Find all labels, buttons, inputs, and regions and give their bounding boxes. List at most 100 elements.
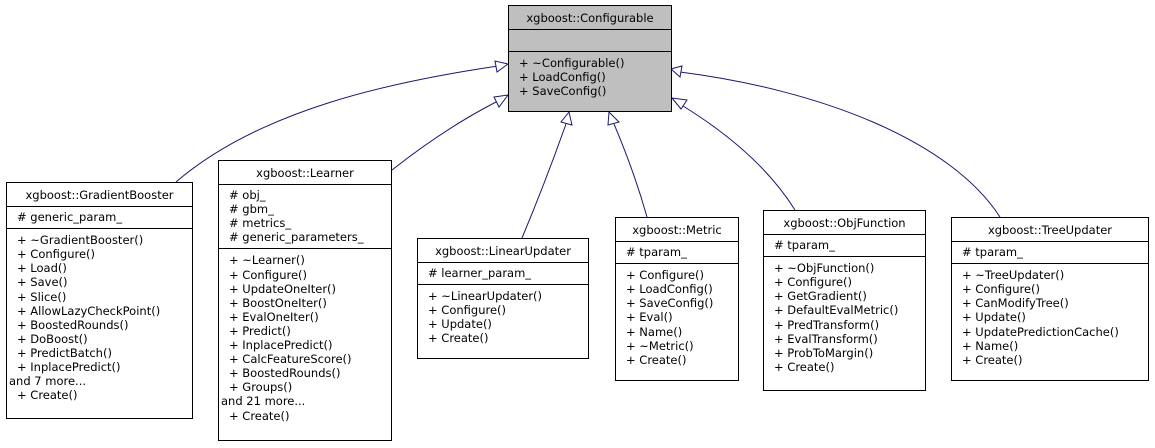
edge-gradient-booster	[175, 65, 499, 183]
operation: + Save()	[17, 275, 68, 290]
class-linear-updater[interactable]: xgboost::LinearUpdater # learner_param_ …	[417, 238, 589, 359]
operation: + BoostedRounds()	[17, 317, 129, 332]
more-operations: and 7 more...	[9, 374, 87, 389]
operation: + Create()	[962, 352, 1023, 367]
class-obj-function[interactable]: xgboost::ObjFunction # tparam_ + ~ObjFun…	[763, 210, 926, 391]
attribute: # obj_	[229, 188, 266, 203]
operation: + Load()	[17, 261, 67, 276]
operation: + AllowLazyCheckPoint()	[17, 303, 161, 318]
operation: + ~Learner()	[229, 253, 305, 268]
attributes-compartment: # tparam_	[764, 235, 925, 258]
operation: + PredictBatch()	[17, 345, 112, 360]
edge-metric	[613, 123, 648, 218]
operation: + CalcFeatureScore()	[229, 352, 352, 367]
attribute: # generic_parameters_	[229, 230, 364, 245]
class-title: xgboost::TreeUpdater	[952, 218, 1148, 243]
operation: + LoadConfig()	[626, 282, 713, 297]
operation: + Name()	[626, 324, 683, 339]
attribute: # tparam_	[774, 238, 835, 253]
operation: + Eval()	[626, 310, 673, 325]
operation: + UpdateOneIter()	[229, 281, 337, 296]
operation: + InplacePredict()	[17, 360, 121, 375]
attributes-compartment: # tparam_	[952, 242, 1148, 265]
operation: + DefaultEvalMetric()	[774, 303, 899, 318]
operation: + ~Metric()	[626, 338, 694, 353]
operation: + Configure()	[229, 267, 308, 282]
operation: + Configure()	[962, 282, 1041, 297]
operation: + EvalOneIter()	[229, 309, 319, 324]
operation: + Update()	[428, 317, 492, 332]
operation: + InplacePredict()	[229, 338, 333, 353]
class-learner[interactable]: xgboost::Learner # obj_ # gbm_ # metrics…	[218, 160, 392, 441]
class-title: xgboost::Configurable	[509, 6, 671, 31]
operation: + ~LinearUpdater()	[428, 289, 543, 304]
operation: + Predict()	[229, 323, 291, 338]
class-configurable[interactable]: xgboost::Configurable + ~Configurable() …	[508, 5, 672, 112]
operation: + ~ObjFunction()	[774, 261, 875, 276]
edge-tree-updater	[679, 71, 1001, 218]
edge-obj-function	[682, 105, 796, 211]
attributes-compartment	[509, 30, 671, 53]
arrowhead-tree-updater	[669, 65, 683, 78]
attributes-compartment: # tparam_	[616, 242, 738, 265]
operation: + Groups()	[229, 380, 293, 395]
class-title: xgboost::ObjFunction	[764, 211, 925, 236]
operation: + Configure()	[626, 268, 705, 283]
attribute: # tparam_	[626, 245, 687, 260]
operation: + ~TreeUpdater()	[962, 268, 1065, 283]
operation: + SaveConfig()	[519, 84, 607, 99]
class-title: xgboost::GradientBooster	[7, 183, 192, 208]
class-tree-updater[interactable]: xgboost::TreeUpdater # tparam_ + ~TreeUp…	[951, 217, 1149, 381]
attributes-compartment: # obj_ # gbm_ # metrics_ # generic_param…	[219, 185, 391, 250]
operations-compartment: + ~ObjFunction() + Configure() + GetGrad…	[764, 257, 925, 376]
edge-learner	[391, 101, 497, 171]
arrowhead-linear-updater	[560, 110, 573, 126]
operations-compartment: + ~Configurable() + LoadConfig() + SaveC…	[509, 52, 671, 100]
operation: + BoostedRounds()	[229, 366, 341, 381]
more-operations: and 21 more...	[221, 394, 306, 409]
operation: + Create()	[774, 359, 835, 374]
operation: + Configure()	[774, 275, 853, 290]
operation: + PredTransform()	[774, 317, 880, 332]
operation: + Create()	[229, 408, 290, 423]
arrowhead-learner	[493, 94, 510, 108]
arrowhead-gradient-booster	[494, 60, 510, 73]
class-title: xgboost::Learner	[219, 161, 391, 186]
operations-compartment: + Configure() + LoadConfig() + SaveConfi…	[616, 264, 738, 369]
attribute: # metrics_	[229, 216, 292, 231]
operation: + BoostOneIter()	[229, 295, 327, 310]
operation: + Create()	[17, 388, 78, 403]
operation: + EvalTransform()	[774, 331, 878, 346]
operation: + Slice()	[17, 289, 67, 304]
attribute: # gbm_	[229, 202, 274, 217]
operations-compartment: + ~LinearUpdater() + Configure() + Updat…	[418, 285, 588, 347]
operation: + Create()	[626, 352, 687, 367]
attribute: # tparam_	[962, 245, 1023, 260]
operation: + Name()	[962, 338, 1019, 353]
class-title: xgboost::Metric	[616, 218, 738, 243]
operation: + ~Configurable()	[519, 56, 625, 71]
operation: + Configure()	[428, 303, 507, 318]
attributes-compartment: # learner_param_	[418, 263, 588, 286]
operation: + GetGradient()	[774, 289, 867, 304]
operation: + CanModifyTree()	[962, 296, 1069, 311]
attribute: # learner_param_	[428, 266, 532, 281]
operation: + Configure()	[17, 247, 96, 262]
operations-compartment: + ~Learner() + Configure() + UpdateOneIt…	[219, 249, 391, 424]
arrowhead-metric	[607, 110, 620, 126]
operation: + ~GradientBooster()	[17, 233, 144, 248]
class-metric[interactable]: xgboost::Metric # tparam_ + Configure() …	[615, 217, 739, 381]
operations-compartment: + ~TreeUpdater() + Configure() + CanModi…	[952, 264, 1148, 369]
operation: + DoBoost()	[17, 331, 88, 346]
operation: + Create()	[428, 331, 489, 346]
attributes-compartment: # generic_param_	[7, 207, 192, 230]
attribute: # generic_param_	[17, 210, 123, 225]
class-gradient-booster[interactable]: xgboost::GradientBooster # generic_param…	[6, 182, 193, 419]
operations-compartment: + ~GradientBooster() + Configure() + Loa…	[7, 229, 192, 404]
arrowhead-obj-function	[670, 97, 688, 110]
operation: + ProbToMargin()	[774, 345, 874, 360]
operation: + Update()	[962, 310, 1026, 325]
class-title: xgboost::LinearUpdater	[418, 239, 588, 264]
operation: + LoadConfig()	[519, 70, 606, 85]
